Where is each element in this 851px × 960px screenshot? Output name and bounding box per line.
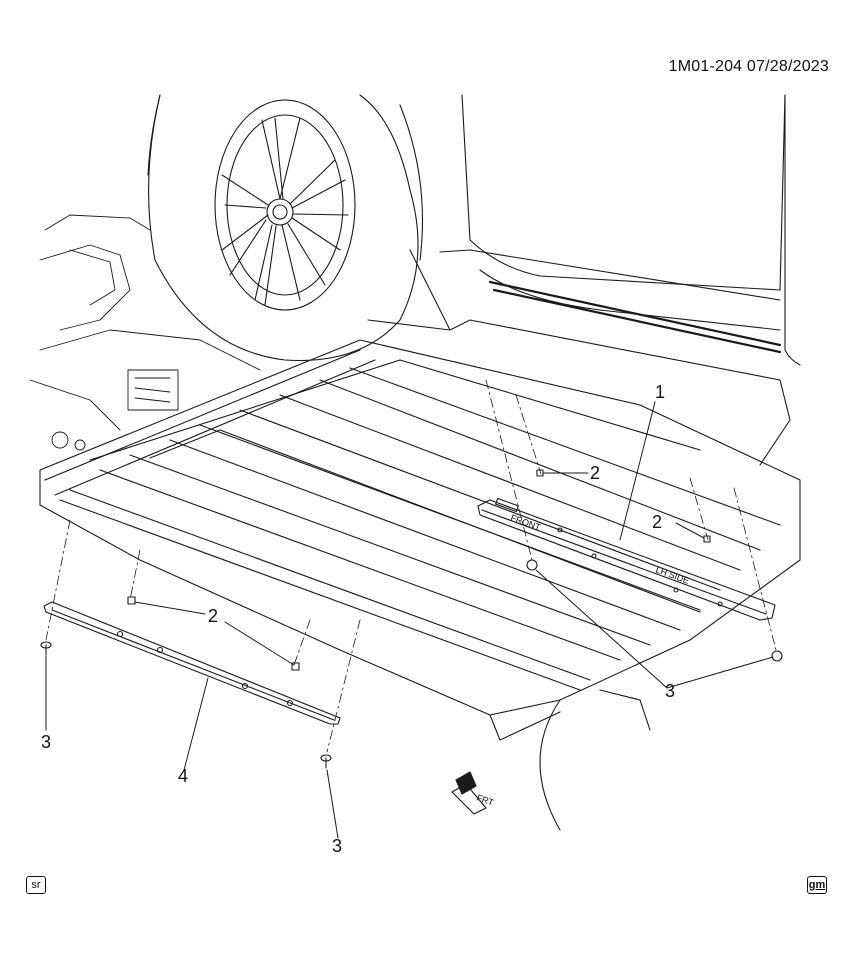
callout-2-upper: 2 (590, 463, 600, 483)
callout-1: 1 (655, 382, 665, 402)
leader-lines (45, 401, 774, 839)
part-1-side-rail (477, 497, 776, 621)
sr-badge-icon: sr (26, 876, 46, 894)
label-frt: FRT (475, 792, 495, 807)
suspension-area (29, 214, 261, 451)
frt-arrow-icon (451, 771, 487, 815)
callout-2-lower: 2 (208, 606, 218, 626)
vehicle-body (367, 94, 801, 466)
part-4-lower-rail (43, 601, 341, 725)
install-lines (45, 379, 777, 753)
callout-2-right: 2 (652, 512, 662, 532)
diagram-code-date: 1M01-204 07/28/2023 (668, 58, 829, 75)
underbody-floor (39, 339, 801, 831)
fasteners (40, 469, 783, 769)
gm-logo-icon: gm (807, 876, 827, 894)
label-front: FRONT (509, 512, 542, 532)
wheel (147, 94, 419, 362)
callout-3-bottom: 3 (332, 836, 342, 856)
callout-4: 4 (178, 766, 188, 786)
callout-3-right: 3 (665, 681, 675, 701)
callout-3-left: 3 (41, 732, 51, 752)
